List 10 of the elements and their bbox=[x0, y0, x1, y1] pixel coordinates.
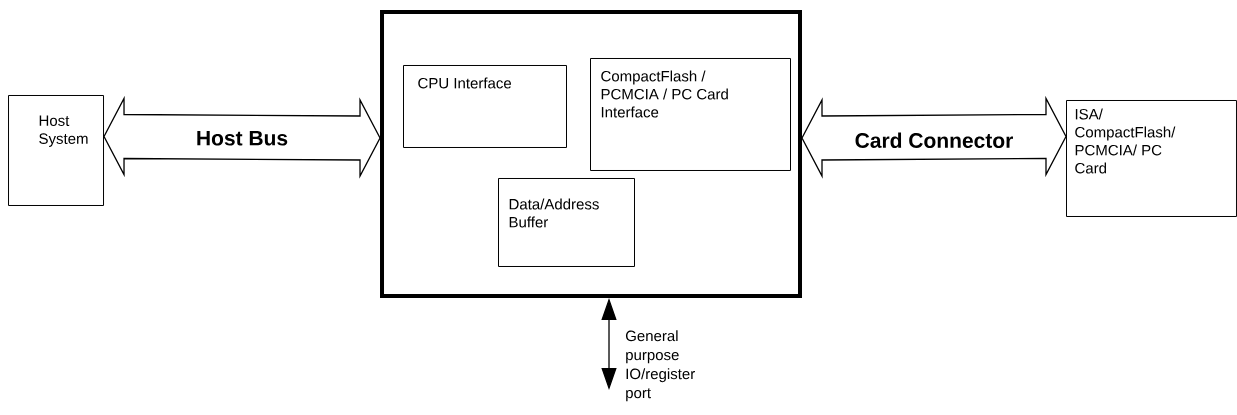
component-box: ISA/ CompactFlash/ PCMCIA/ PC Card bbox=[1066, 100, 1237, 217]
block-arrow bbox=[103, 95, 381, 179]
block-box bbox=[380, 10, 802, 298]
component-box: CompactFlash / PCMCIA / PC Card Interface bbox=[590, 58, 791, 171]
component-box: CPU Interface bbox=[403, 65, 567, 148]
edge-label: General purpose IO/register port bbox=[625, 330, 695, 402]
component-box: Host System bbox=[8, 95, 104, 206]
component-box: Data/Address Buffer bbox=[498, 178, 635, 267]
edge-label: Card Connector bbox=[853, 131, 1015, 149]
edge-label: Host Bus bbox=[194, 129, 290, 147]
